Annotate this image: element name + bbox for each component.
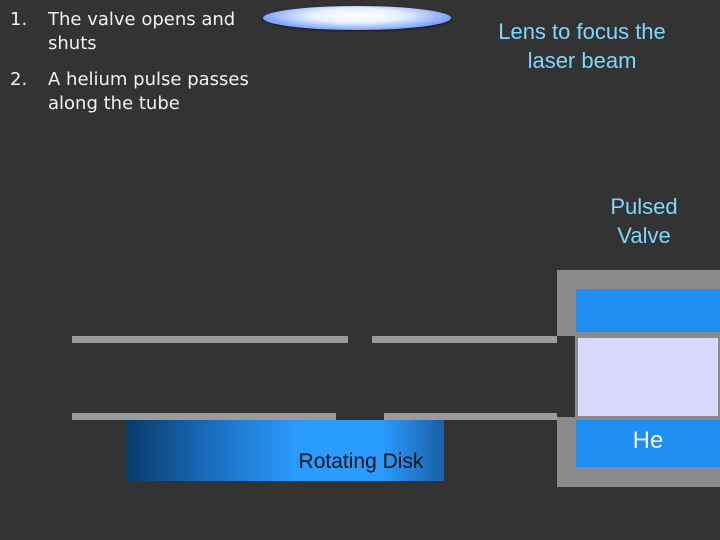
step-text: A helium pulse passes along the tube [48, 69, 249, 114]
valve-outlet [557, 336, 575, 417]
valve-lower-plunger [576, 420, 720, 467]
steps-list: 1. The valve opens and shuts 2. A helium… [10, 8, 270, 128]
tube-upper-wall-right [372, 336, 558, 343]
lens-label: Lens to focus the laser beam [498, 19, 666, 73]
step-number: 1. [10, 9, 28, 30]
pulsed-valve-label: Pulsed Valve [610, 194, 678, 248]
focusing-lens [263, 6, 451, 30]
step-item-1: 1. The valve opens and shuts [10, 8, 270, 56]
tube-lower-wall-right [384, 413, 558, 420]
tube-lower-wall-left [72, 413, 336, 420]
helium-label: He [632, 427, 664, 454]
step-text: The valve opens and shuts [48, 9, 236, 54]
rotating-disk [126, 420, 444, 481]
valve-upper-plunger [576, 289, 720, 332]
rotating-disk-label: Rotating Disk [298, 450, 424, 473]
step-item-2: 2. A helium pulse passes along the tube [10, 68, 270, 116]
helium-chamber [578, 338, 718, 416]
step-number: 2. [10, 69, 28, 90]
tube-upper-wall-left [72, 336, 348, 343]
